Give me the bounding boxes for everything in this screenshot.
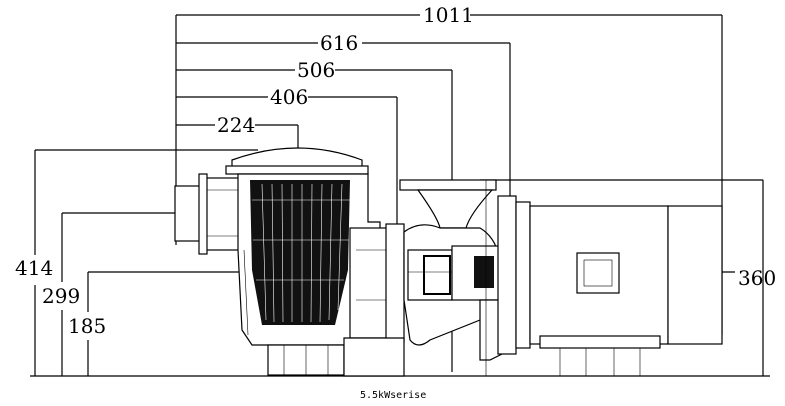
- dimension-1011: 1011: [423, 3, 474, 27]
- dimension-299: 299: [42, 284, 80, 308]
- strainer-housing: [225, 147, 381, 376]
- dimension-406: 406: [270, 85, 308, 109]
- dimension-185: 185: [68, 314, 106, 338]
- dimension-616: 616: [320, 31, 358, 55]
- motor: [485, 179, 764, 377]
- dimension-labels-side: 414 299 185 360: [15, 256, 776, 338]
- pump-volute: [343, 179, 513, 377]
- dimension-360: 360: [738, 266, 776, 290]
- dimension-506: 506: [297, 58, 335, 82]
- dimension-labels-top: 1011 616 506 406 224: [217, 3, 474, 137]
- dimension-414: 414: [15, 256, 53, 280]
- caption: 5.5kWserise: [360, 390, 426, 401]
- inlet-pipe: [174, 173, 248, 255]
- dimension-224: 224: [217, 113, 255, 137]
